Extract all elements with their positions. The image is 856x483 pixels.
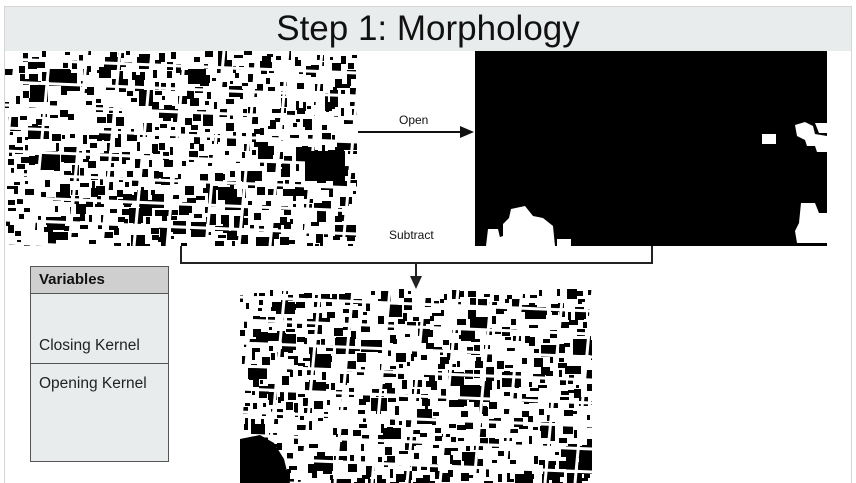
variables-header: Variables [31,267,168,294]
binary-city-map-image [5,51,357,246]
title-bar [5,7,851,51]
open-label: Open [399,113,429,127]
variable-opening-kernel: Opening Kernel [39,375,147,392]
variables-divider [31,363,168,364]
slide-frame [4,6,852,483]
subtract-label: Subtract [389,228,434,242]
variables-panel: Variables Closing Kernel Opening Kernel [30,266,169,462]
opened-mask-image [475,51,827,246]
subtracted-result-image [240,289,592,483]
variable-closing-kernel: Closing Kernel [39,337,140,354]
page-title: Step 1: Morphology [276,9,580,48]
